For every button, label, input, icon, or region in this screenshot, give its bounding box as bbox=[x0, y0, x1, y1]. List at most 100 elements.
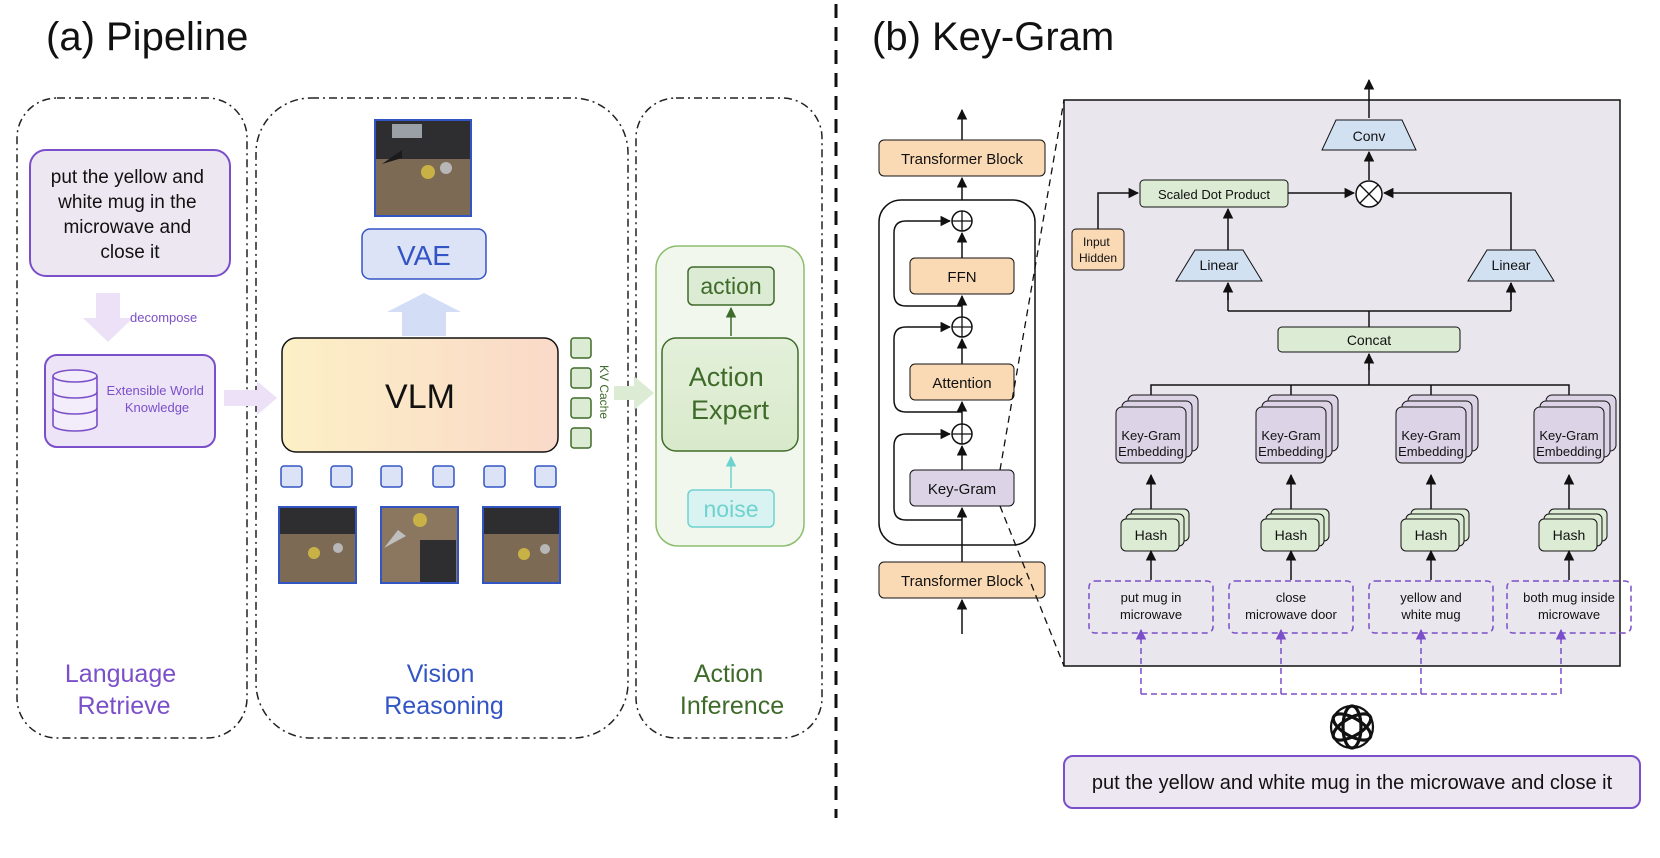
attention-label: Attention bbox=[932, 375, 991, 392]
conv-label: Conv bbox=[1353, 128, 1386, 144]
scaled-dot-product-label: Scaled Dot Product bbox=[1158, 187, 1270, 202]
instruction-line-1: put the yellow and bbox=[51, 167, 204, 188]
action-expert-box bbox=[661, 337, 799, 452]
decompose-arrow bbox=[83, 293, 133, 342]
hash-label: Hash bbox=[1275, 527, 1308, 543]
phrase-label-line: microwave bbox=[1538, 607, 1600, 622]
full-instruction-box bbox=[1063, 755, 1641, 809]
concat-split-lines bbox=[1227, 283, 1512, 327]
instruction-text: put the yellow and white mug in the micr… bbox=[51, 167, 209, 263]
instruction-box bbox=[29, 149, 231, 277]
input-hidden-line-1: Input bbox=[1083, 235, 1110, 249]
keygram-label: Key-Gram bbox=[928, 481, 996, 498]
embedding-label-line: Key-Gram bbox=[1121, 428, 1180, 443]
phrase-box bbox=[1088, 580, 1214, 634]
stage-vision-line-1: Vision bbox=[407, 660, 475, 688]
embedding-card bbox=[1255, 406, 1327, 464]
embedding-card bbox=[1395, 406, 1467, 464]
zoom-connector-top bbox=[999, 99, 1065, 471]
knowledge-line-2: Knowledge bbox=[125, 400, 189, 415]
phrase-box bbox=[1228, 580, 1354, 634]
embedding-label-line: Key-Gram bbox=[1401, 428, 1460, 443]
observation-image-3 bbox=[482, 506, 561, 584]
add-node-crosses bbox=[952, 211, 972, 444]
full-instruction-text: put the yellow and white mug in the micr… bbox=[1092, 772, 1613, 794]
stage-label-language: Language Retrieve bbox=[65, 660, 183, 720]
concat-label: Concat bbox=[1347, 332, 1391, 348]
phrase-label-line: microwave bbox=[1120, 607, 1182, 622]
visual-token bbox=[280, 465, 303, 488]
kv-cache-blocks bbox=[570, 337, 592, 449]
action-expert-line-1: Action bbox=[689, 362, 764, 392]
action-expert-line-2: Expert bbox=[691, 395, 770, 425]
transformer-block-bottom-label: Transformer Block bbox=[901, 573, 1023, 590]
vlm-box bbox=[281, 337, 559, 453]
transformer-block-top bbox=[878, 139, 1046, 177]
observation-image-2 bbox=[380, 506, 459, 584]
embeddings-to-concat-lines bbox=[1150, 354, 1570, 401]
vae-label: VAE bbox=[397, 240, 451, 271]
noise-box bbox=[687, 489, 775, 528]
phrase-label: close microwave door bbox=[1245, 590, 1337, 622]
transformer-block-bottom bbox=[878, 561, 1046, 599]
phrase-label-line: put mug in bbox=[1121, 590, 1182, 605]
language-stage-container bbox=[16, 97, 248, 739]
zoom-connector-bottom bbox=[999, 505, 1065, 667]
input-hidden-line-2: Hidden bbox=[1079, 251, 1117, 265]
embedding-label-line: Key-Gram bbox=[1261, 428, 1320, 443]
ffn-label: FFN bbox=[947, 269, 976, 286]
instruction-line-4: close it bbox=[100, 242, 160, 263]
stage-language-line-2: Retrieve bbox=[77, 692, 170, 720]
visual-token bbox=[483, 465, 506, 488]
input-hidden-to-scaled-dot-arrow bbox=[1097, 187, 1140, 229]
embedding-card bbox=[1533, 406, 1605, 464]
visual-token bbox=[330, 465, 353, 488]
phrase-label: both mug inside microwave bbox=[1523, 590, 1615, 622]
phrase-box bbox=[1506, 580, 1632, 634]
phrase-label: put mug in microwave bbox=[1120, 590, 1182, 622]
visual-token bbox=[432, 465, 455, 488]
database-icon bbox=[52, 369, 98, 432]
stage-action-line-1: Action bbox=[694, 660, 763, 688]
linear-right-label: Linear bbox=[1492, 257, 1531, 273]
instruction-bus-arrows bbox=[1135, 628, 1567, 640]
hash-label: Hash bbox=[1553, 527, 1586, 543]
kv-cache-block bbox=[570, 397, 592, 419]
knowledge-to-vlm-arrow bbox=[224, 381, 277, 415]
linear-left-label: Linear bbox=[1200, 257, 1239, 273]
kv-cache-to-expert-arrow bbox=[614, 376, 654, 410]
input-hidden-label: Input Hidden bbox=[1079, 235, 1117, 265]
instruction-line-3: microwave and bbox=[63, 217, 191, 238]
kv-cache-block bbox=[570, 337, 592, 359]
kv-cache-block bbox=[570, 427, 592, 449]
instruction-line-2: white mug in the bbox=[57, 192, 196, 213]
embedding-label-line: Embedding bbox=[1398, 444, 1464, 459]
observation-image-1 bbox=[278, 506, 357, 584]
llm-logo-icon bbox=[1329, 704, 1375, 750]
vision-stage-container bbox=[255, 97, 629, 739]
pipeline-title: (a) Pipeline bbox=[46, 15, 248, 59]
action-expert-label: Action Expert bbox=[689, 362, 772, 425]
noise-label: noise bbox=[704, 496, 759, 522]
transformer-layer-container bbox=[878, 199, 1036, 546]
phrase-label-line: close bbox=[1276, 590, 1306, 605]
visual-token bbox=[380, 465, 403, 488]
embedding-card bbox=[1115, 406, 1187, 464]
phrase-label-line: microwave door bbox=[1245, 607, 1337, 622]
embedding-label-line: Embedding bbox=[1536, 444, 1602, 459]
phrase-label-line: white mug bbox=[1400, 607, 1460, 622]
stack-flow-lines bbox=[893, 215, 968, 580]
keygram-title: (b) Key-Gram bbox=[872, 15, 1114, 59]
phrase-label-line: both mug inside bbox=[1523, 590, 1615, 605]
stage-label-action: Action Inference bbox=[680, 660, 784, 720]
linear-right-to-multiply-arrow bbox=[1382, 187, 1512, 250]
concat-box bbox=[1277, 326, 1461, 353]
hash-label: Hash bbox=[1135, 527, 1168, 543]
knowledge-label: Extensible World Knowledge bbox=[107, 383, 208, 415]
